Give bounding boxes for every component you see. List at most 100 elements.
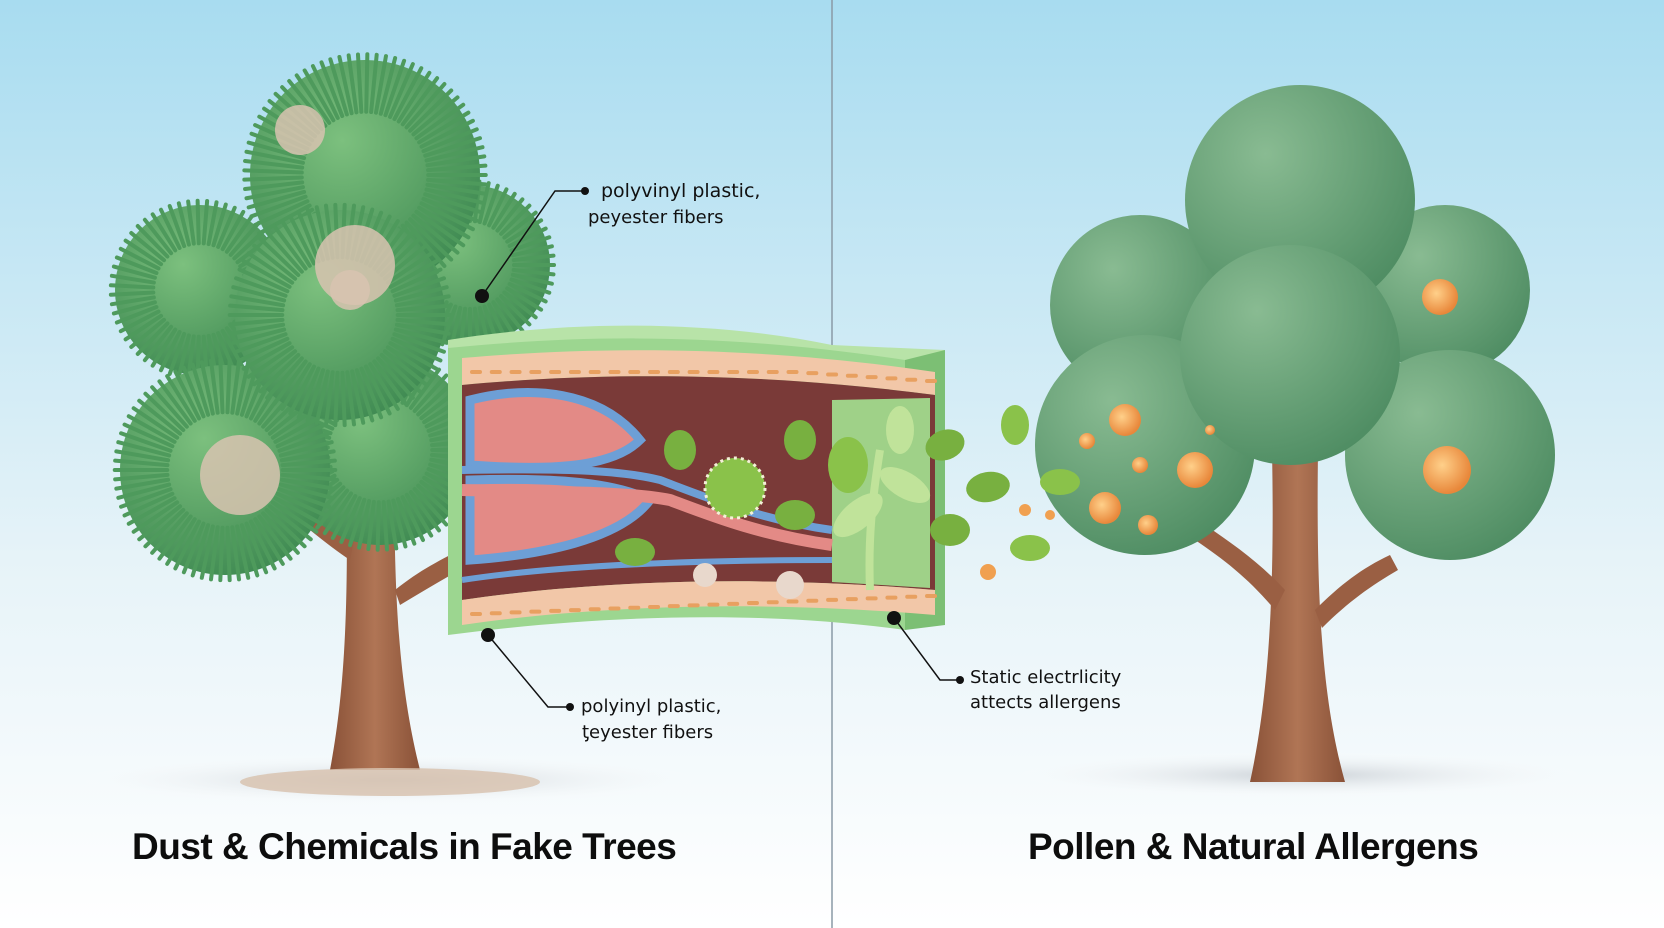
band-dot: [885, 595, 898, 600]
fake-foliage-fiber: [157, 514, 193, 561]
fake-foliage-fiber: [280, 458, 337, 468]
fake-foliage-fiber: [267, 504, 313, 542]
fake-foliage-fiber: [386, 499, 399, 551]
fake-foliage-fiber: [237, 336, 290, 363]
fake-foliage-fiber: [142, 324, 174, 363]
fake-foliage-fiber: [228, 303, 285, 313]
band-dot: [549, 370, 562, 374]
fake-foliage-fiber: [502, 210, 538, 240]
band-dot: [727, 601, 740, 606]
band-dot: [628, 370, 641, 374]
band-dot: [746, 601, 759, 606]
band-dot: [885, 376, 898, 381]
fake-foliage-fiber: [176, 333, 191, 379]
label-right-line1: Static electrlicity: [970, 667, 1122, 688]
fake-foliage-fiber: [369, 52, 379, 115]
band-dot: [489, 611, 502, 616]
fake-foliage-fiber: [507, 226, 548, 248]
band-dot: [746, 370, 759, 374]
fake-foliage-fiber: [173, 369, 202, 421]
dust-clump: [330, 270, 370, 310]
band-dot: [509, 370, 522, 374]
fake-foliage-fiber: [246, 189, 307, 210]
fake-foliage-fiber: [368, 362, 400, 411]
fake-foliage-fiber: [234, 276, 288, 298]
fake-foliage-fiber: [296, 210, 321, 264]
fake-foliage-fiber: [118, 246, 161, 271]
fake-foliage-fiber: [388, 62, 415, 119]
band-dot: [529, 609, 542, 614]
fake-foliage-fiber: [167, 331, 187, 376]
band-dot: [667, 370, 680, 374]
fake-foliage-fiber: [108, 283, 156, 290]
fake-foliage-fiber: [505, 286, 544, 312]
fake-foliage-fiber: [165, 517, 197, 566]
fake-foliage-fiber: [257, 514, 293, 561]
fake-foliage-fiber: [390, 336, 443, 363]
band-dot: [826, 372, 839, 377]
band-dot: [628, 605, 641, 610]
band-dot: [608, 606, 621, 611]
label-top-left-line1: polyvinyl plastic,: [601, 180, 761, 202]
fake-foliage-fiber: [315, 488, 350, 530]
fake-foliage-fiber: [206, 200, 219, 247]
fake-foliage-fiber: [350, 369, 366, 425]
fake-foliage-fiber: [228, 317, 285, 327]
fake-foliage-fiber: [114, 449, 171, 463]
fake-foliage-fiber: [383, 58, 407, 118]
fake-foliage-fiber: [348, 497, 367, 548]
fake-foliage-fiber: [280, 219, 312, 268]
fake-foliage-fiber: [510, 272, 554, 286]
fake-foliage-fiber: [364, 52, 370, 114]
fake-foliage-fiber: [376, 356, 415, 400]
fake-foliage-fiber: [379, 352, 422, 394]
dust-clump: [275, 105, 325, 155]
fake-foliage-fiber: [337, 54, 354, 116]
allergen-particle: [664, 430, 696, 470]
fake-foliage-fiber: [408, 367, 442, 410]
fake-foliage-fiber: [265, 230, 304, 274]
fake-foliage-fiber: [414, 209, 466, 248]
fake-foliage-fiber: [252, 349, 298, 387]
fake-foliage-fiber: [158, 207, 182, 250]
fake-foliage-fiber: [279, 449, 336, 463]
pollen-grain: [1423, 446, 1471, 494]
fake-foliage-fiber: [393, 327, 449, 345]
fake-foliage-fiber: [424, 145, 485, 163]
fake-foliage-fiber: [339, 496, 362, 544]
fake-foliage-fiber: [258, 352, 301, 394]
fake-foliage-fiber: [235, 360, 251, 416]
fake-foliage-fiber: [272, 224, 308, 271]
fake-foliage-fiber: [241, 341, 292, 371]
fake-foliage-fiber: [310, 64, 340, 120]
fake-foliage-fiber: [186, 199, 196, 246]
fake-foliage-fiber: [395, 317, 452, 327]
fake-foliage-fiber: [158, 330, 182, 373]
vessel: [461, 465, 833, 534]
band-dot: [845, 597, 858, 602]
fake-foliage-fiber: [305, 368, 326, 423]
band-dot: [865, 596, 878, 601]
fake-foliage-fiber: [237, 267, 290, 294]
fake-foliage-fiber: [288, 364, 317, 416]
fake-foliage-fiber: [426, 177, 488, 187]
fake-foliage-fiber: [419, 201, 475, 232]
band-dot: [806, 371, 819, 376]
fake-foliage-fiber: [244, 521, 269, 575]
fake-foliage-fiber: [129, 317, 167, 349]
fake-foliage-fiber: [511, 253, 556, 263]
fake-foliage-fiber: [190, 523, 211, 578]
fake-foliage-fiber: [340, 370, 347, 428]
fake-foliage-fiber: [165, 374, 197, 423]
pollen-grain: [1138, 515, 1158, 535]
fake-foliage-fiber: [421, 127, 479, 154]
fake-foliage-fiber: [109, 273, 156, 285]
fake-foliage-fiber: [419, 118, 475, 149]
sprout-leaf: [833, 492, 883, 538]
fake-foliage-fiber: [116, 482, 172, 500]
band-dot: [865, 375, 878, 380]
fake-foliage-fiber: [333, 370, 340, 428]
fake-foliage-fiber: [114, 305, 159, 325]
band-dot: [667, 604, 680, 609]
fake-foliage-fiber: [294, 73, 332, 125]
